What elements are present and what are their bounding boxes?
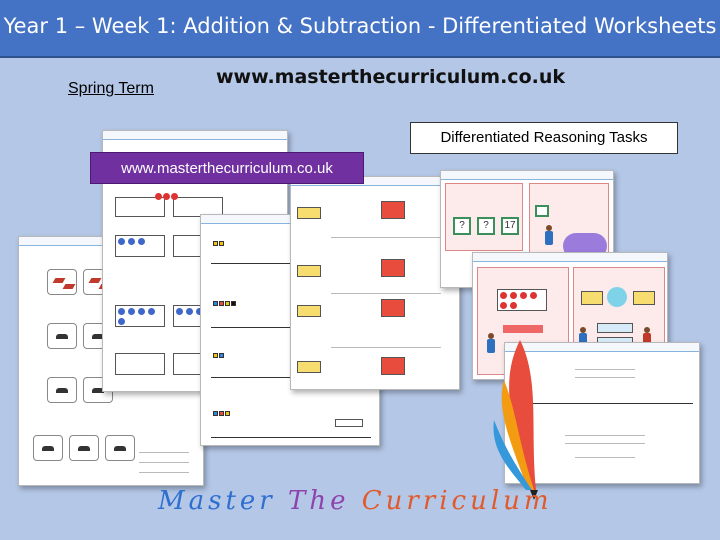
title-banner: Year 1 – Week 1: Addition & Subtraction …: [0, 0, 720, 56]
banner-title: Year 1 – Week 1: Addition & Subtraction …: [3, 14, 717, 38]
number-line: [515, 403, 693, 404]
ten-frame: [115, 235, 165, 257]
footer-brand: Master The Curriculum: [158, 486, 553, 516]
picture-card: [47, 323, 77, 349]
reasoning-tasks-label: Differentiated Reasoning Tasks: [410, 122, 678, 154]
answer-box[interactable]: ?: [453, 217, 471, 235]
picture-card: [33, 435, 63, 461]
footer-word-master: Master: [158, 486, 276, 516]
sheet-header: [505, 343, 699, 352]
answer-box[interactable]: 17: [501, 217, 519, 235]
sheet-header: [473, 253, 667, 262]
ten-frame: [173, 197, 223, 217]
answer-box[interactable]: [335, 419, 363, 427]
picture-card: [47, 269, 77, 295]
picture-card: [105, 435, 135, 461]
sheet-header: [103, 131, 287, 140]
banner-rule: [0, 56, 720, 58]
pencil-logo-icon: [493, 340, 538, 500]
picture-card: [69, 435, 99, 461]
worksheet-part-whole: [290, 176, 460, 390]
ten-frame: [115, 305, 165, 327]
ten-frame: [115, 353, 165, 375]
ten-frame: [115, 197, 165, 217]
sheet-header: [441, 171, 613, 180]
spring-term-label: Spring Term: [68, 80, 154, 97]
footer-word-the: The: [288, 486, 350, 516]
worksheet-number-line-20: [504, 342, 700, 484]
website-url[interactable]: www.masterthecurriculum.co.uk: [216, 66, 566, 88]
footer-word-curriculum: Curriculum: [361, 486, 553, 516]
sheet-header: [291, 177, 459, 186]
picture-card: [47, 377, 77, 403]
answer-box[interactable]: ?: [477, 217, 495, 235]
url-tag[interactable]: www.masterthecurriculum.co.uk: [90, 152, 364, 184]
